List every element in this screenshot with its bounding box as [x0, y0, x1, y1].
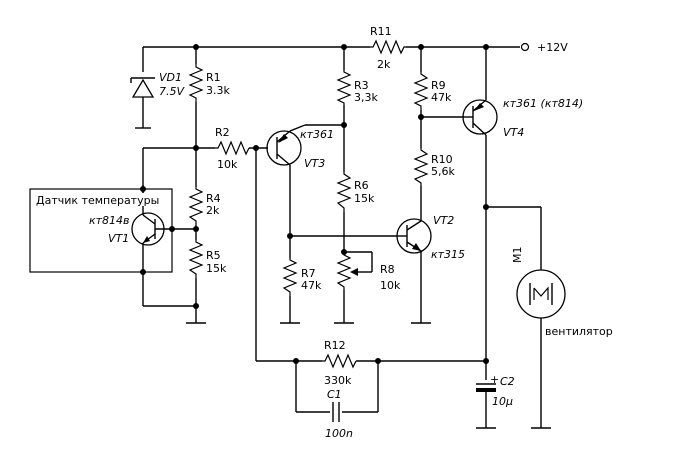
- vt1-type: кт814в: [89, 214, 130, 227]
- resistor-r6: [336, 172, 352, 212]
- resistor-r3: [336, 70, 352, 105]
- transistor-vt2: [396, 218, 432, 254]
- resistor-r9: [413, 72, 429, 110]
- r5-value: 15k: [206, 262, 227, 275]
- temperature-sensor-box: Датчик температуры: [29, 188, 173, 273]
- r11-value: 2k: [377, 58, 391, 71]
- supply-terminal: +12V: [520, 41, 568, 54]
- r10-ref: R10: [431, 153, 453, 166]
- r4-value: 2k: [206, 204, 220, 217]
- wires: [135, 46, 551, 429]
- m1-ref: M1: [511, 247, 524, 264]
- r7-ref: R7: [301, 267, 316, 280]
- c2-value: 10µ: [492, 395, 513, 408]
- c2-plus-sign: +: [490, 373, 499, 386]
- r11-ref: R11: [370, 25, 392, 38]
- r5-ref: R5: [206, 249, 221, 262]
- resistor-r2: [215, 140, 250, 156]
- resistor-r5: [188, 240, 204, 278]
- vt2-type: кт315: [431, 248, 465, 261]
- resistor-r11: [370, 39, 406, 55]
- zener-diode-vd1: [130, 77, 155, 98]
- vt4-type: кт361 (кт814): [503, 97, 583, 110]
- r4-ref: R4: [206, 192, 221, 205]
- resistor-r10: [413, 148, 429, 186]
- r6-ref: R6: [354, 179, 369, 192]
- capacitor-c2: [476, 383, 496, 392]
- vd1-ref: VD1: [159, 71, 182, 84]
- vt3-type: кт361: [300, 128, 334, 141]
- vd1-value: 7.5V: [159, 85, 185, 98]
- r12-ref: R12: [324, 339, 346, 352]
- vt4-ref: VT4: [503, 126, 524, 139]
- capacitor-c1: [332, 402, 340, 422]
- r8-value: 10k: [380, 279, 401, 292]
- resistor-r7: [282, 258, 298, 296]
- vt2-ref: VT2: [433, 214, 454, 227]
- r9-value: 47k: [431, 91, 452, 104]
- c1-value: 100n: [325, 427, 353, 440]
- r7-value: 47k: [301, 279, 322, 292]
- r8-ref: R8: [380, 263, 395, 276]
- r2-ref: R2: [215, 126, 230, 139]
- supply-label: +12V: [537, 41, 568, 54]
- resistor-r4: [188, 187, 204, 225]
- m1-name: вентилятор: [545, 325, 613, 338]
- r2-value: 10k: [217, 158, 238, 171]
- motor-m1: [516, 269, 566, 319]
- transistor-vt1: [131, 212, 165, 246]
- r3-ref: R3: [354, 79, 369, 92]
- r12-value: 330k: [324, 374, 352, 387]
- resistor-r12: [322, 353, 357, 369]
- r3-value: 3,3k: [354, 91, 378, 104]
- resistor-r1: [188, 64, 204, 102]
- sensor-box-label: Датчик температуры: [36, 194, 159, 207]
- c1-ref: C1: [327, 388, 342, 401]
- r6-value: 15k: [354, 192, 375, 205]
- potentiometer-r8: [336, 252, 358, 290]
- r1-value: 3.3k: [206, 84, 230, 97]
- vt1-ref: VT1: [108, 232, 129, 245]
- r9-ref: R9: [431, 79, 446, 92]
- r10-value: 5,6k: [431, 165, 455, 178]
- transistor-vt4: [462, 99, 498, 136]
- transistor-vt3: [266, 124, 306, 166]
- r1-ref: R1: [206, 71, 221, 84]
- vt3-ref: VT3: [304, 157, 325, 170]
- c2-ref: C2: [500, 375, 515, 388]
